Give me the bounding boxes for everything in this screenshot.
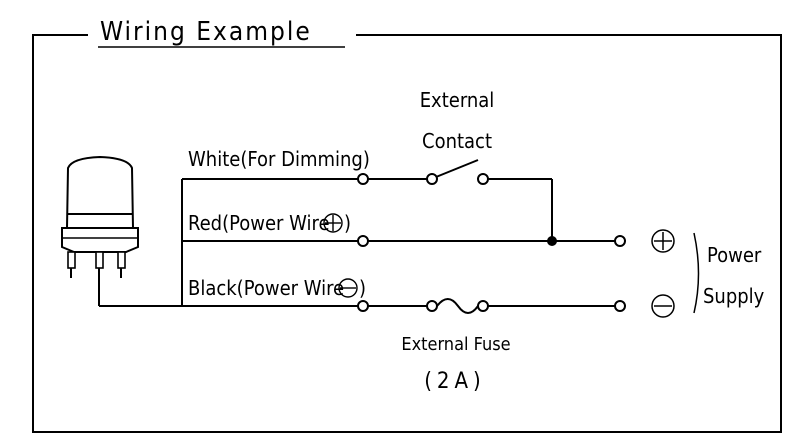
diagram-title: Wiring Example <box>100 17 312 47</box>
fuse-rating-label: (2A) <box>424 369 486 394</box>
plus-in-circle-icon: ) <box>323 211 351 235</box>
minus-in-circle-icon: ) <box>338 276 366 300</box>
white-wire-terminal <box>357 173 369 185</box>
minus-in-circle-icon <box>651 294 675 318</box>
external-contact-label-line1: External <box>420 88 495 112</box>
power-supply-label-line1: Power <box>707 243 762 267</box>
frame-border <box>32 34 782 433</box>
external-contact-switch-icon <box>426 159 489 185</box>
supply-minus-terminal <box>614 300 626 312</box>
external-fuse-label: External Fuse <box>401 334 510 355</box>
power-supply-label-line2: Supply <box>703 284 765 308</box>
junction-dot <box>547 236 557 246</box>
external-fuse-icon <box>426 298 489 314</box>
red-wire-terminal <box>357 235 369 247</box>
signal-lamp-icon <box>61 155 139 306</box>
red-wire-label: Red(Power Wire <box>188 211 330 235</box>
svg-text:): ) <box>344 211 351 235</box>
svg-text:): ) <box>359 276 366 300</box>
power-supply-bracket <box>693 232 700 314</box>
black-wire-label: Black(Power Wire <box>188 276 344 300</box>
external-contact-label-line2: Contact <box>422 129 492 153</box>
black-wire-terminal <box>357 300 369 312</box>
plus-in-circle-icon <box>651 229 675 253</box>
supply-plus-terminal <box>614 235 626 247</box>
white-wire-label: White(For Dimming) <box>188 147 370 171</box>
